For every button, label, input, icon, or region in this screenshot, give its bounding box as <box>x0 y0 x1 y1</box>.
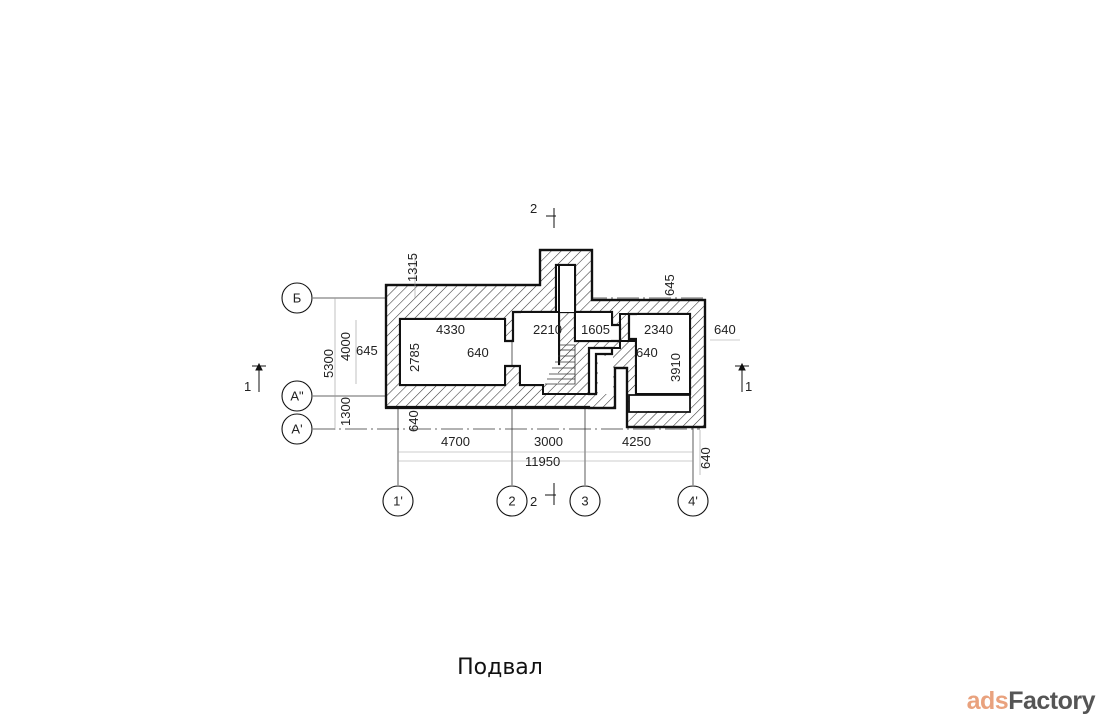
watermark-logo: adsFactory <box>966 687 1096 716</box>
dim-axis-4700: 4700 <box>441 434 470 449</box>
dim-room1-height: 2785 <box>407 343 422 372</box>
dim-total-11950: 11950 <box>525 454 560 469</box>
section-label-2-bottom: 2 <box>530 494 537 509</box>
dim-room2-width: 2210 <box>533 322 562 337</box>
dim-left-4000: 4000 <box>338 332 353 361</box>
section-label-1-left: 1 <box>244 379 251 394</box>
section-label-2-top: 2 <box>530 201 537 216</box>
axis-row-a1: А' <box>291 422 302 437</box>
section-marks <box>252 208 749 505</box>
dim-left-5300: 5300 <box>321 349 336 378</box>
dim-room1-width: 4330 <box>436 322 465 337</box>
axis-col-1: 1' <box>393 494 403 509</box>
axis-row-b: Б <box>293 291 302 306</box>
dim-left-645: 645 <box>356 343 378 358</box>
section-label-1-right: 1 <box>745 379 752 394</box>
watermark-part-1: ads <box>966 687 1009 715</box>
dim-inner-640-b: 640 <box>636 345 658 360</box>
stair <box>545 344 576 385</box>
dim-room3-width: 1605 <box>581 322 610 337</box>
drawing-title: Подвал <box>457 655 543 680</box>
dim-bottom-640-vertical: 640 <box>406 410 421 432</box>
dimension-lines <box>334 255 740 475</box>
row-axis-markers: Б А" А' <box>281 282 313 445</box>
col-axis-markers: 1' 2 3 4' <box>382 485 709 517</box>
dim-inner-640-a: 640 <box>467 345 489 360</box>
axis-col-4: 4' <box>688 494 698 509</box>
dim-axis-3000: 3000 <box>534 434 563 449</box>
walls <box>384 248 707 429</box>
dim-top-1315: 1315 <box>405 253 420 282</box>
watermark-part-2: Factory <box>1008 687 1095 715</box>
axis-col-3: 3 <box>581 494 588 509</box>
axis-col-2: 2 <box>508 494 515 509</box>
dim-right-640-vertical: 640 <box>698 447 713 469</box>
dim-room4-height: 3910 <box>668 353 683 382</box>
dim-room4-width: 2340 <box>644 322 673 337</box>
axis-row-a2: А" <box>290 389 304 404</box>
dim-left-1300: 1300 <box>338 397 353 426</box>
dim-axis-4250: 4250 <box>622 434 651 449</box>
dim-top-645: 645 <box>662 274 677 296</box>
dim-right-640: 640 <box>714 322 736 337</box>
